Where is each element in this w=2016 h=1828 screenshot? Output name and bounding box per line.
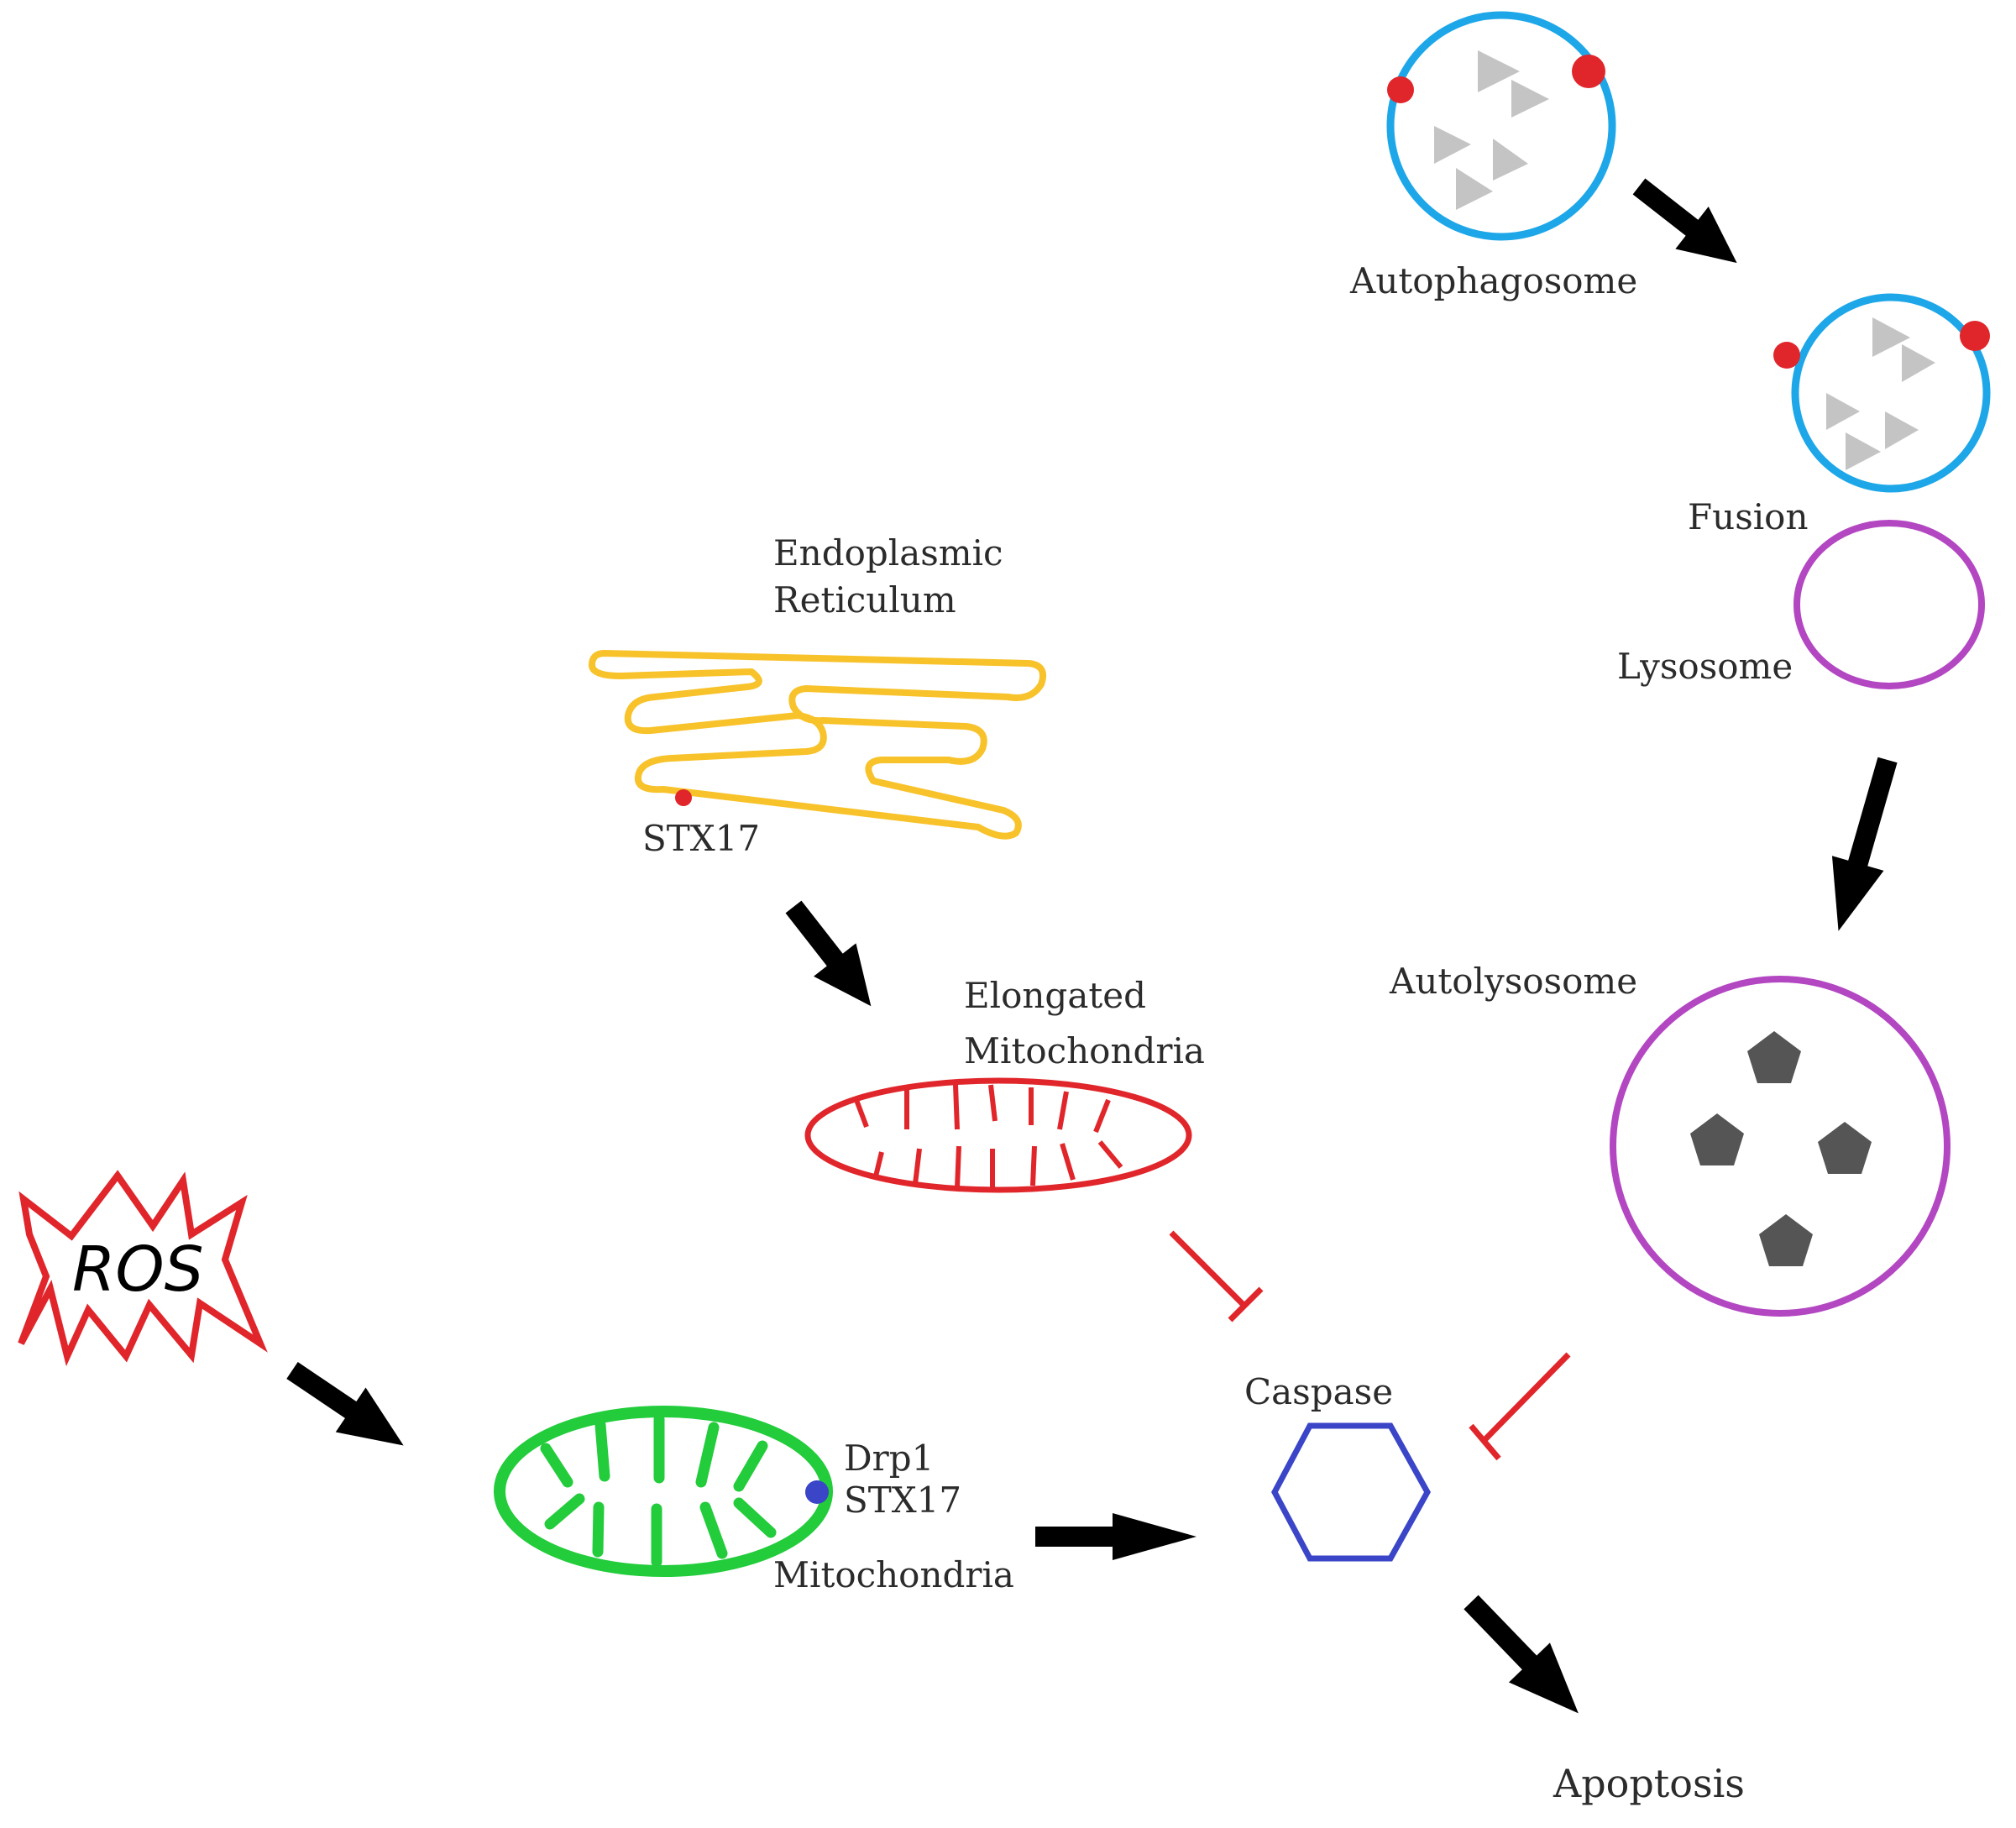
inhibit-elongated-mito-to-caspase (1169, 1230, 1264, 1323)
arrow-lysosome-to-autolysosome (1831, 757, 1898, 931)
arrow-autophagosome-to-fusion (1632, 178, 1737, 264)
drp1-label: Drp1 (844, 1438, 934, 1479)
stx17-er-dot (675, 789, 692, 806)
caspase-node (1271, 1422, 1432, 1562)
apoptosis-label: Apoptosis (1553, 1761, 1745, 1806)
mitochondria-label: Mitochondria (773, 1554, 1014, 1595)
arrow-mitochondria-to-caspase (1035, 1513, 1197, 1560)
fusion-vesicle-node (1773, 293, 1991, 493)
elongated-mitochondria-node (804, 1077, 1192, 1193)
autolysosome-node (1610, 976, 1951, 1317)
drp1-stx17-dot (805, 1480, 829, 1504)
autophagosome-label: Autophagosome (1349, 260, 1637, 301)
fusion-label: Fusion (1688, 496, 1809, 537)
autophagosome-node (1386, 11, 1616, 241)
autolysosome-label: Autolysosome (1389, 961, 1637, 1002)
arrow-ros-to-mitochondria (286, 1362, 404, 1446)
stx17-mito-label: STX17 (844, 1480, 961, 1521)
er-label-line1: Endoplasmic (773, 532, 1003, 574)
lysosome-label: Lysosome (1617, 646, 1793, 687)
elongated-mito-label-line1: Elongated (964, 975, 1146, 1016)
mitochondria-node (494, 1406, 833, 1577)
caspase-label: Caspase (1244, 1371, 1393, 1412)
arrow-er-to-elongated-mito (785, 900, 872, 1007)
er-label-line2: Reticulum (773, 579, 956, 621)
endoplasmic-reticulum-node (589, 650, 1047, 840)
elongated-mito-label-line2: Mitochondria (964, 1030, 1205, 1071)
stx17-er-label: STX17 (642, 818, 760, 859)
inhibit-autolysosome-to-caspase (1469, 1352, 1571, 1461)
ros-label: ROS (72, 1234, 204, 1306)
arrow-caspase-to-apoptosis (1464, 1595, 1579, 1714)
lysosome-node (1793, 520, 1985, 689)
ros-burst-node (18, 1170, 268, 1367)
